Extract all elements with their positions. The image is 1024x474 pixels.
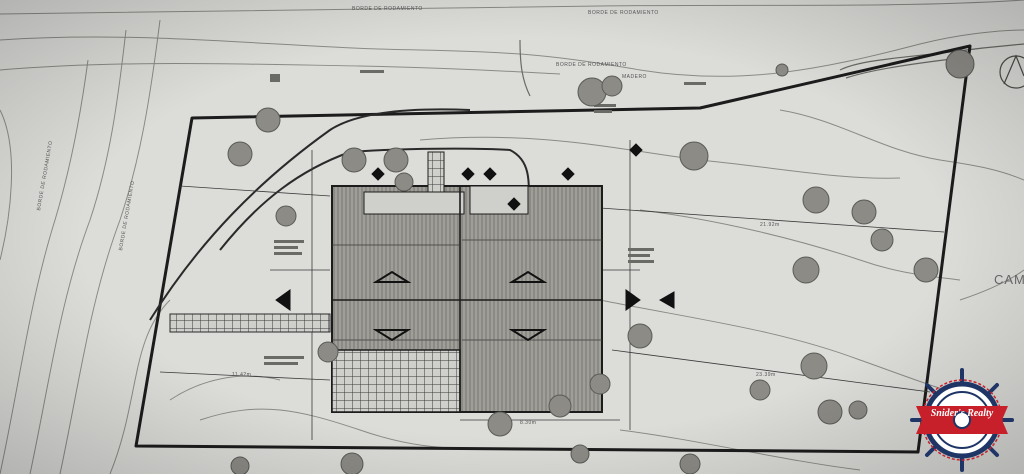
dimension-label: 8.30m (520, 420, 537, 426)
dimension-label: 21.92m (760, 222, 780, 228)
road-edge-label: BORDE DE RODAMIENTO (556, 62, 627, 68)
dimension-label: 23.39m (756, 372, 776, 378)
snider-realty-logo: Snider's Realty (910, 368, 1014, 472)
logo-text: Snider's Realty (930, 408, 994, 419)
dimension-label: 11.42m (232, 372, 252, 378)
partial-label: CAM (994, 272, 1024, 287)
road-edge-label: BORDE DE RODAMIENTO (352, 6, 423, 12)
road-edge-label: BORDE DE RODAMIENTO (588, 10, 659, 16)
tree-label: MADERO (622, 74, 647, 80)
